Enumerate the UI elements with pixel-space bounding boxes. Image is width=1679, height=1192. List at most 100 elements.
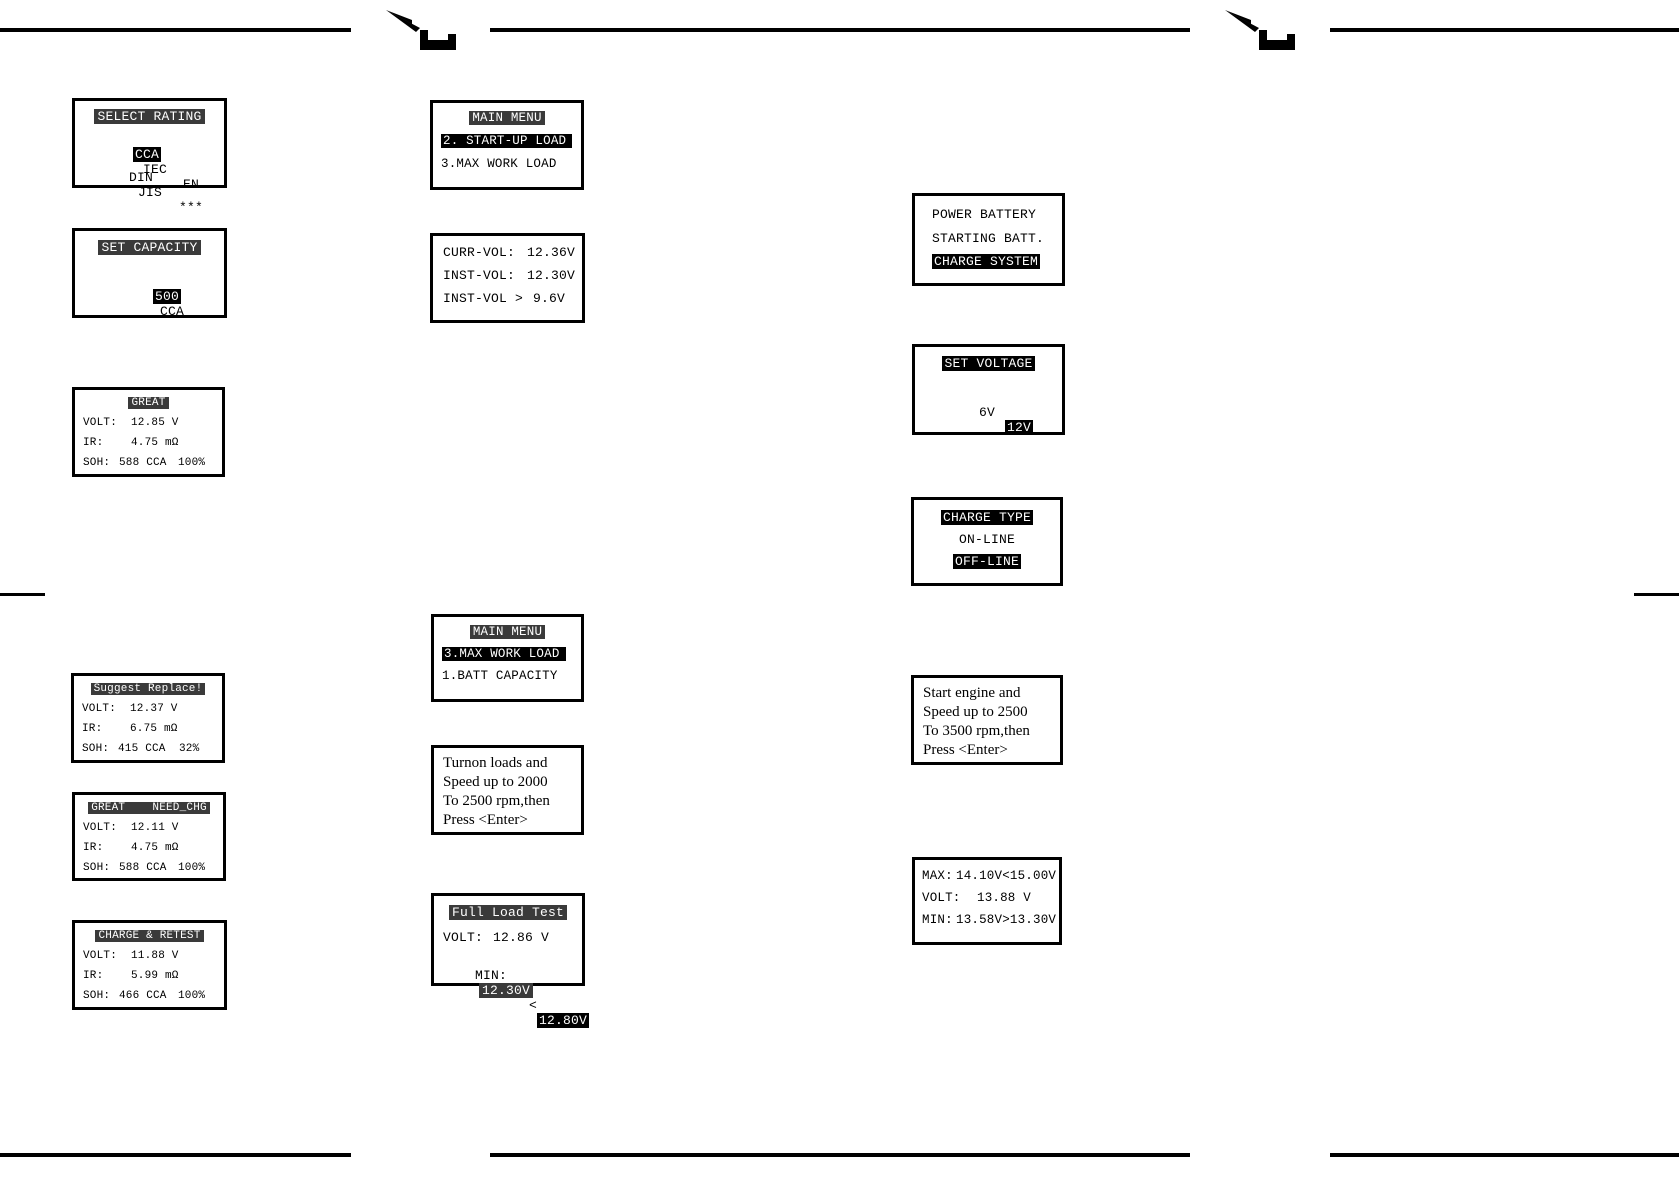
rating-option-cca: CCA	[133, 147, 162, 162]
great-need-chg-screen: GREAT NEED_CHG VOLT:12.11 V IR:4.75 mΩ S…	[72, 792, 226, 881]
min-label: MIN:	[922, 913, 953, 927]
ir-value: 4.75 mΩ	[131, 437, 179, 449]
max-value: 14.10V<15.00V	[956, 869, 1057, 883]
set-capacity-screen: SET CAPACITY 500 CCA	[72, 228, 227, 319]
screen-title: GREAT	[128, 397, 169, 409]
charge-option-selected: OFF-LINE	[952, 554, 1021, 569]
instruction-line: Start engine and	[923, 685, 1021, 701]
min-compare: <	[529, 998, 538, 1013]
soh-label: SOH:	[82, 743, 110, 755]
soh-label: SOH:	[83, 990, 111, 1002]
instruction-line: Press <Enter>	[923, 742, 1008, 758]
volt-value: 12.11 V	[131, 822, 179, 834]
charge-result-screen: MAX:14.10V<15.00V VOLT: 13.88 V MIN:13.58…	[912, 857, 1062, 945]
capacity-unit: CCA	[160, 304, 185, 319]
screen-title: CHARGE TYPE	[940, 510, 1033, 525]
curr-vol-value: 12.36V	[527, 245, 576, 260]
battery-option: POWER BATTERY	[932, 207, 1037, 222]
volt-label: VOLT:	[922, 891, 961, 905]
rating-option-iec: IEC	[143, 162, 168, 177]
top-rule-right	[1330, 28, 1679, 32]
pen-logo-icon	[1225, 10, 1295, 50]
capacity-value: 500	[153, 289, 182, 304]
menu-item: 1.BATT CAPACITY	[442, 669, 558, 683]
instruction-line: To 2500 rpm,then	[443, 793, 550, 809]
min-value: 12.30V	[479, 983, 534, 998]
select-rating-screen: SELECT RATING CCA IEC EN DIN JIS ***	[72, 98, 227, 215]
soh-label: SOH:	[83, 457, 111, 469]
volt-value: 12.86 V	[493, 930, 550, 945]
instruction-line: Turnon loads and	[443, 755, 548, 771]
inst-vol-threshold-value: 9.6V	[533, 291, 566, 306]
volt-label: VOLT:	[83, 822, 118, 834]
volt-label: VOLT:	[83, 950, 118, 962]
min-label: MIN:	[475, 968, 508, 983]
charge-type-screen: CHARGE TYPE ON-LINE OFF-LINE	[911, 497, 1063, 586]
bottom-rule-left	[0, 1153, 351, 1157]
instruction-line: Speed up to 2500	[923, 704, 1028, 720]
soh-value: 588 CCA	[119, 457, 167, 469]
main-menu-screen-1: MAIN MENU 2. START-UP LOAD 3.MAX WORK LO…	[430, 100, 584, 190]
min-limit: 12.80V	[537, 1013, 590, 1028]
main-menu-screen-2: MAIN MENU 3.MAX WORK LOAD 1.BATT CAPACIT…	[431, 614, 584, 702]
volt-value: 12.85 V	[131, 417, 179, 429]
battery-option: STARTING BATT.	[932, 231, 1045, 246]
volt-value: 12.37 V	[130, 703, 178, 715]
voltage-option-6v: 6V	[979, 405, 996, 420]
charge-retest-screen: CHARGE & RETEST VOLT:11.88 V IR:5.99 mΩ …	[72, 920, 227, 1010]
bottom-rule-center	[490, 1153, 1190, 1157]
inst-vol-threshold-label: INST-VOL >	[443, 291, 524, 306]
rating-option-din: DIN	[129, 170, 154, 185]
soh-label: SOH:	[83, 862, 111, 874]
volt-label: VOLT:	[83, 417, 118, 429]
max-label: MAX:	[922, 869, 953, 883]
instruction-line: Speed up to 2000	[443, 774, 548, 790]
suggest-replace-screen: Suggest Replace! VOLT:12.37 V IR:6.75 mΩ…	[71, 673, 225, 763]
soh-percent: 100%	[178, 990, 206, 1002]
instruction-line: To 3500 rpm,then	[923, 723, 1030, 739]
side-mark-right	[1634, 593, 1679, 596]
menu-item: 3.MAX WORK LOAD	[441, 157, 557, 171]
instruction-line: Press <Enter>	[443, 812, 528, 828]
ir-value: 4.75 mΩ	[131, 842, 179, 854]
ir-value: 6.75 mΩ	[130, 723, 178, 735]
screen-title: SET VOLTAGE	[942, 356, 1035, 371]
min-value: 13.58V>13.30V	[956, 913, 1057, 927]
rating-option-en: EN	[183, 177, 200, 192]
ir-label: IR:	[82, 723, 103, 735]
menu-item-selected: 2. START-UP LOAD	[441, 134, 573, 148]
top-rule-left	[0, 28, 351, 32]
screen-title: SET CAPACITY	[98, 240, 201, 255]
volt-label: VOLT:	[443, 930, 484, 945]
soh-value: 588 CCA	[119, 862, 167, 874]
battery-option-selected: CHARGE SYSTEM	[932, 254, 1041, 269]
screen-title: MAIN MENU	[469, 625, 546, 639]
charge-option: ON-LINE	[958, 532, 1015, 547]
pen-logo-icon	[386, 10, 456, 50]
screen-title: SELECT RATING	[94, 109, 205, 124]
top-rule-center	[490, 28, 1190, 32]
volt-value: 11.88 V	[131, 950, 179, 962]
start-engine-screen: Start engine and Speed up to 2500 To 350…	[911, 675, 1063, 765]
inst-vol-label: INST-VOL:	[443, 268, 516, 283]
side-mark-left	[0, 593, 45, 596]
inst-vol-value: 12.30V	[527, 268, 576, 283]
soh-value: 415 CCA	[118, 743, 166, 755]
soh-percent: 32%	[179, 743, 200, 755]
great-result-screen: GREAT VOLT: 12.85 V IR: 4.75 mΩ SOH: 588 CC…	[72, 387, 225, 477]
turn-on-loads-screen: Turnon loads and Speed up to 2000 To 250…	[431, 745, 584, 835]
set-voltage-screen: SET VOLTAGE 6V 12V	[912, 344, 1065, 435]
volt-value: 13.88 V	[977, 891, 1031, 905]
screen-title: Suggest Replace!	[90, 683, 206, 695]
battery-type-screen: POWER BATTERY STARTING BATT. CHARGE SYST…	[912, 193, 1065, 286]
screen-title: CHARGE & RETEST	[95, 930, 204, 942]
ir-label: IR:	[83, 970, 104, 982]
rating-option-more: ***	[179, 200, 204, 215]
ir-label: IR:	[83, 437, 104, 449]
soh-value: 466 CCA	[119, 990, 167, 1002]
ir-value: 5.99 mΩ	[131, 970, 179, 982]
bottom-rule-right	[1330, 1153, 1679, 1157]
screen-title: MAIN MENU	[469, 111, 545, 125]
soh-percent: 100%	[178, 457, 206, 469]
screen-title: Full Load Test	[448, 905, 568, 920]
